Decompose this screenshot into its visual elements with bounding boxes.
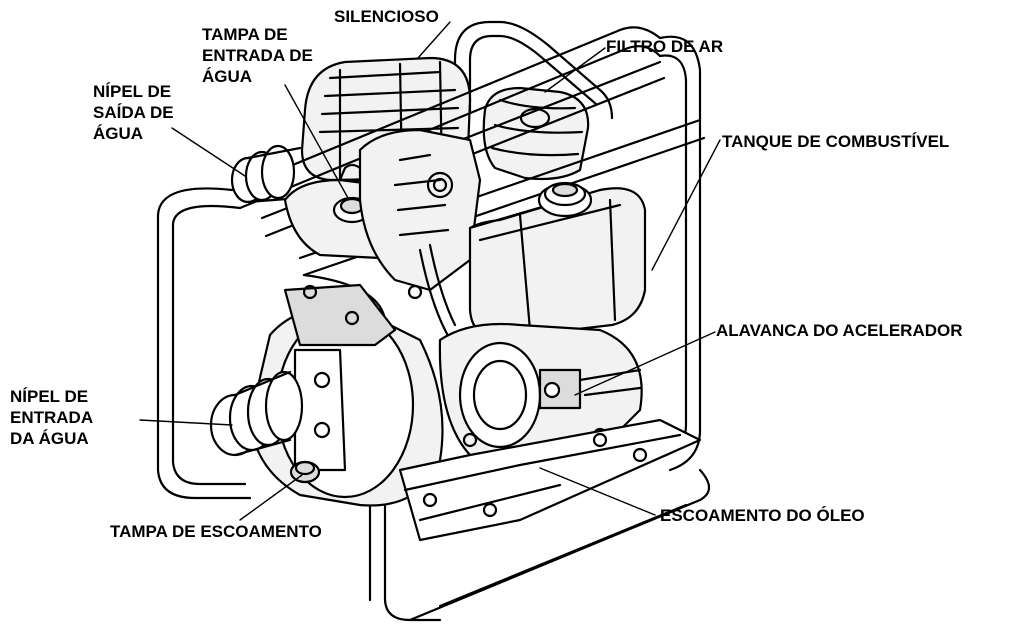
label-escoamento-oleo: ESCOAMENTO DO ÓLEO: [660, 506, 865, 525]
frame-right: [658, 35, 702, 472]
label-filtro-ar: FILTRO DE AR: [606, 37, 724, 56]
label-tampa-escoamento: TAMPA DE ESCOAMENTO: [110, 522, 322, 541]
pump-casing: [248, 283, 444, 507]
label-tanque: TANQUE DE COMBUSTÍVEL: [722, 132, 950, 151]
air-filter: [482, 86, 590, 181]
base-skid: [398, 418, 702, 542]
outlet-nipple: [230, 144, 302, 204]
label-silencioso: SILENCIOSO: [334, 7, 439, 26]
label-nipel-entrada: NÍPEL DE ENTRADA DA ÁGUA: [10, 387, 94, 448]
label-nipel-saida: NÍPEL DE SAÍDA DE ÁGUA: [93, 82, 174, 143]
label-alavanca: ALAVANCA DO ACELERADOR: [716, 321, 963, 340]
leader-lines: [139, 21, 721, 521]
inlet-nipple: [209, 370, 304, 457]
label-tampa-entrada: TAMPA DE ENTRADA DE ÁGUA: [202, 25, 313, 86]
fuel-tank: [468, 181, 647, 340]
